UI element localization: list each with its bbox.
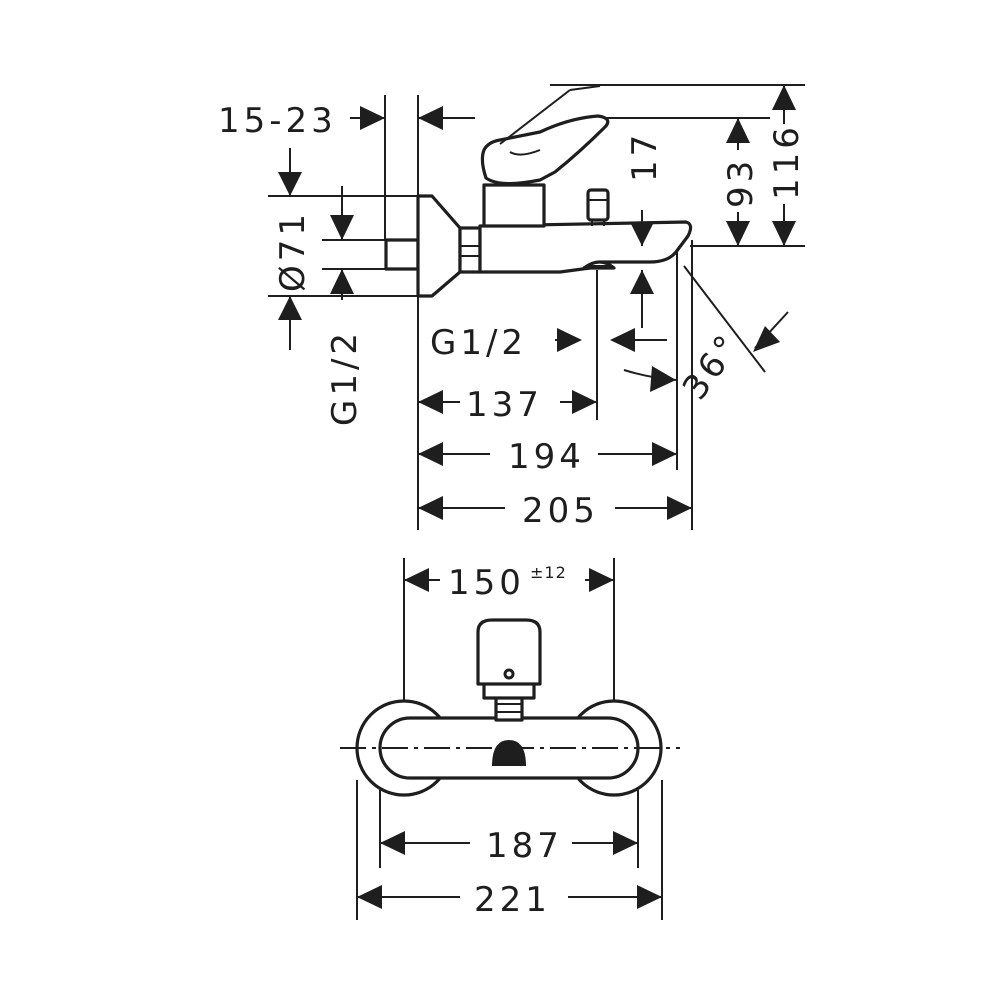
faucet-side-body [384,85,693,298]
dim-205: 205 [522,491,599,531]
side-view: 15-23 Ø71 G1/2 17 93 116 [218,84,807,531]
dim-150: 150 [448,563,525,603]
dim-150-tolerance: ±12 [530,563,567,582]
dim-17: 17 [625,131,665,182]
dim-outlet-g12: G1/2 [430,323,527,363]
dim-15-23: 15-23 [218,101,337,141]
dim-116: 116 [767,123,807,200]
front-view: 150 ±12 187 221 [340,558,680,920]
dim-inlet-g12: G1/2 [325,329,365,426]
dim-137: 137 [466,385,543,425]
dim-194: 194 [508,437,585,477]
dim-93: 93 [721,157,761,208]
dim-221: 221 [474,880,551,920]
faucet-front-body [355,618,663,797]
dim-187: 187 [486,826,563,866]
dim-diameter-71: Ø71 [273,210,313,292]
